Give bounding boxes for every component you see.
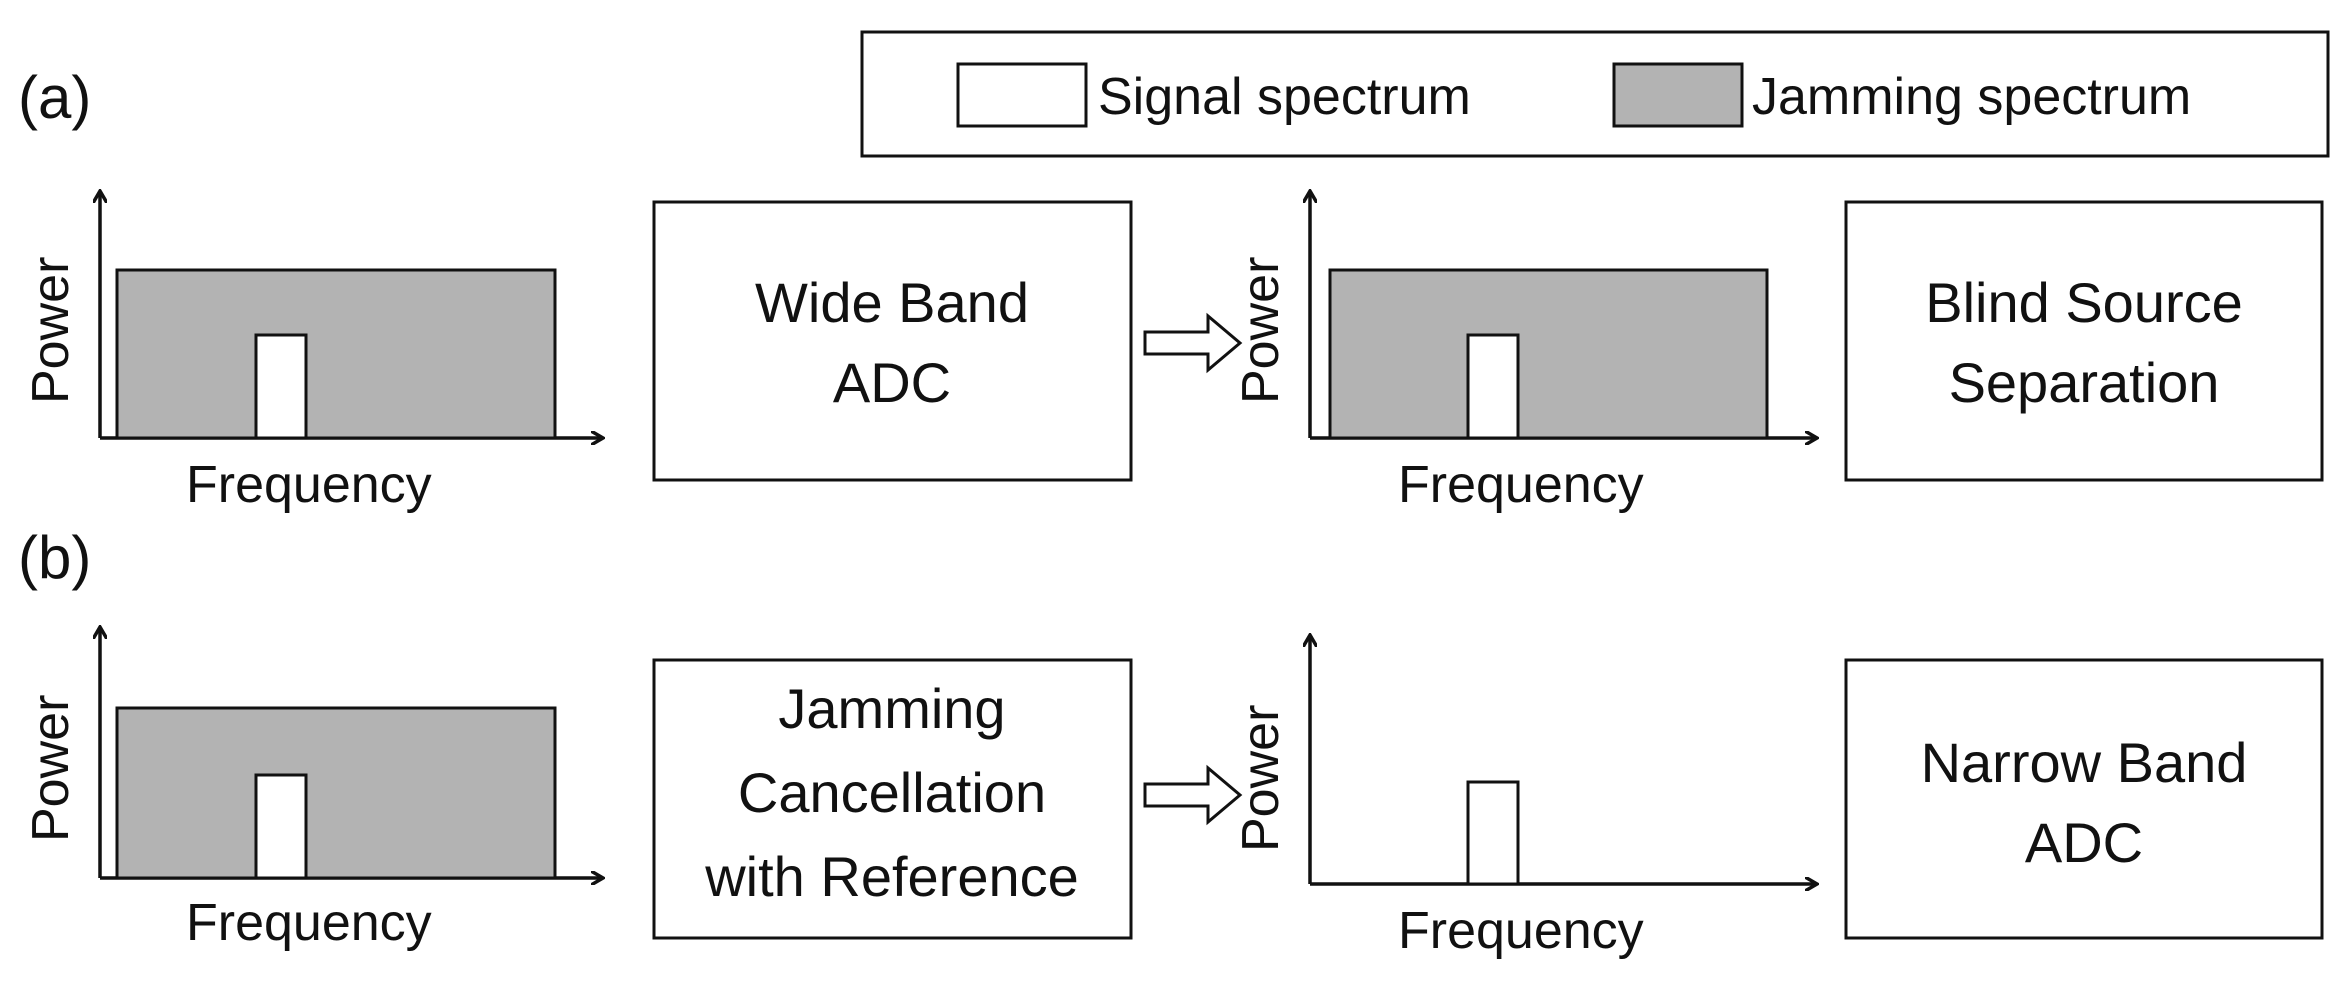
jamming-cancellation-line3: with Reference xyxy=(704,845,1079,908)
panel-b-tag: (b) xyxy=(18,524,91,591)
legend: Signal spectrum Jamming spectrum xyxy=(860,30,2330,158)
panel-b-output-box: Narrow Band ADC xyxy=(1844,658,2324,940)
y-axis-label: Power xyxy=(22,695,80,842)
blind-source-separation-line2: Separation xyxy=(1949,351,2220,414)
blind-source-separation-box xyxy=(1844,200,2324,482)
narrow-band-adc-line2: ADC xyxy=(2025,811,2143,874)
wide-band-adc-line1: Wide Band xyxy=(755,271,1029,334)
blind-source-separation-line1: Blind Source xyxy=(1925,271,2243,334)
y-axis-label: Power xyxy=(1232,705,1290,852)
panel-b: (b) Power Frequency Jamming Cancellation… xyxy=(18,524,2324,960)
jamming-spectrum-block xyxy=(115,268,557,440)
signal-spectrum-block xyxy=(254,773,308,880)
signal-spectrum-block xyxy=(1466,780,1520,886)
x-axis-label: Frequency xyxy=(1398,902,1644,960)
wide-band-adc-box xyxy=(652,200,1133,482)
x-axis-label: Frequency xyxy=(1398,456,1644,514)
legend-signal-swatch xyxy=(956,62,1088,128)
panel-b-flow-arrow xyxy=(1143,764,1243,826)
panel-b-process-box: Jamming Cancellation with Reference xyxy=(652,658,1133,940)
signal-spectrum-block xyxy=(1466,333,1520,440)
panel-b-output-spectrum-plot: Power Frequency xyxy=(1232,636,1816,960)
legend-signal-label: Signal spectrum xyxy=(1098,68,1471,126)
jamming-cancellation-line2: Cancellation xyxy=(738,761,1046,824)
legend-jamming-swatch xyxy=(1612,62,1744,128)
narrow-band-adc-line1: Narrow Band xyxy=(1921,731,2248,794)
x-axis-label: Frequency xyxy=(186,894,432,952)
panel-b-input-spectrum-plot: Power Frequency xyxy=(22,628,602,952)
legend-jamming-label: Jamming spectrum xyxy=(1752,68,2191,126)
x-axis-label: Frequency xyxy=(186,456,432,514)
jamming-cancellation-line1: Jamming xyxy=(778,677,1005,740)
wide-band-adc-line2: ADC xyxy=(833,351,951,414)
y-axis-label: Power xyxy=(1232,257,1290,404)
panel-a-output-box: Blind Source Separation xyxy=(1844,200,2324,482)
legend-frame xyxy=(860,30,2330,158)
panel-a-input-spectrum-plot: Power Frequency xyxy=(22,192,602,514)
y-axis-label: Power xyxy=(22,257,80,404)
narrow-band-adc-box xyxy=(1844,658,2324,940)
panel-a-tag: (a) xyxy=(18,64,91,131)
panel-a-output-spectrum-plot: Power Frequency xyxy=(1232,192,1816,514)
jamming-spectrum-block xyxy=(115,706,557,880)
signal-spectrum-block xyxy=(254,333,308,440)
jamming-cancellation-box xyxy=(652,658,1133,940)
panel-a-process-box: Wide Band ADC xyxy=(652,200,1133,482)
panel-a-flow-arrow xyxy=(1143,312,1243,374)
jamming-spectrum-block xyxy=(1328,268,1769,440)
panel-a: (a) Power Frequency Wide Band ADC Power … xyxy=(18,64,2324,514)
